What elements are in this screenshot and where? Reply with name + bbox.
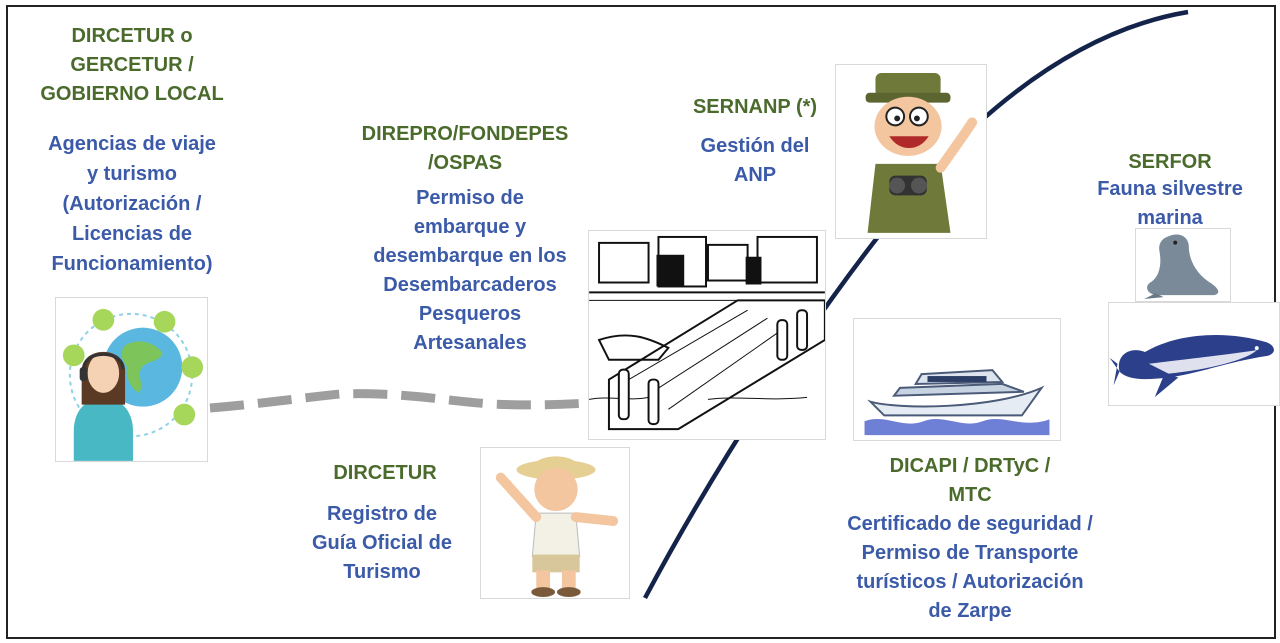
travel-agent-globe-icon [55, 297, 208, 462]
sea-lion-icon [1135, 228, 1231, 302]
park-ranger-icon [835, 64, 987, 239]
anp-management-service: Gestión del ANP [700, 135, 810, 186]
direpro-entity: DIREPRO/FONDEPES /OSPAS [361, 123, 569, 174]
yacht-icon [853, 318, 1061, 441]
whale-icon [1108, 302, 1280, 406]
dock-permit-service: Permiso de embarque y desembarque en los… [373, 187, 567, 354]
fishing-dock-icon [588, 230, 826, 440]
sernanp-entity: SERNANP (*) [692, 96, 818, 118]
safety-certificate-service: Certificado de seguridad / Permiso de Tr… [847, 513, 1093, 622]
tour-guide-registry-service: Registro de Guía Oficial de Turismo [311, 503, 453, 583]
dicapi-entity: DICAPI / DRTyC / MTC [889, 455, 1051, 506]
dircetur-entity: DIRCETUR [333, 462, 437, 484]
dircetur-gercetur-entity: DIRCETUR o GERCETUR / GOBIERNO LOCAL [40, 25, 224, 105]
serfor-entity: SERFOR [1128, 151, 1212, 173]
marine-wildlife-service: Fauna silvestre marina [1097, 178, 1243, 229]
travel-agency-service: Agencias de viaje y turismo (Autorizació… [48, 133, 216, 275]
tour-guide-icon [480, 447, 630, 599]
